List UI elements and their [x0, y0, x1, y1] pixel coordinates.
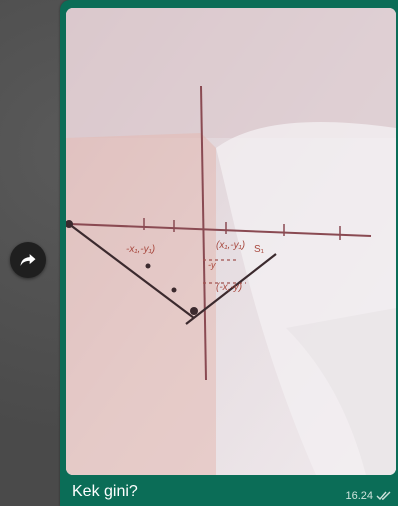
- sketch-label-0: (x₁,-y₁): [216, 240, 245, 251]
- sketch-label-2: (-x,-y): [216, 282, 242, 293]
- forward-arrow-icon: [20, 254, 36, 266]
- message-caption: Kek gini?: [72, 483, 138, 500]
- sketch-label-1: -x₁,-y₁): [126, 244, 155, 255]
- attached-photo[interactable]: -x₁,-y₁) (x₁,-y₁) (-x,-y) -y S₁: [66, 8, 396, 475]
- sketch-label-3: -y: [208, 260, 216, 270]
- svg-text:S₁: S₁: [254, 244, 265, 255]
- photo-sketch: -x₁,-y₁) (x₁,-y₁) (-x,-y) -y S₁: [66, 8, 396, 475]
- double-check-icon: [376, 491, 391, 501]
- forward-button[interactable]: [10, 242, 46, 278]
- outgoing-message-bubble[interactable]: -x₁,-y₁) (x₁,-y₁) (-x,-y) -y S₁ Kek gini…: [60, 0, 398, 506]
- message-time: 16.24: [345, 490, 373, 502]
- message-meta: 16.24: [345, 488, 392, 504]
